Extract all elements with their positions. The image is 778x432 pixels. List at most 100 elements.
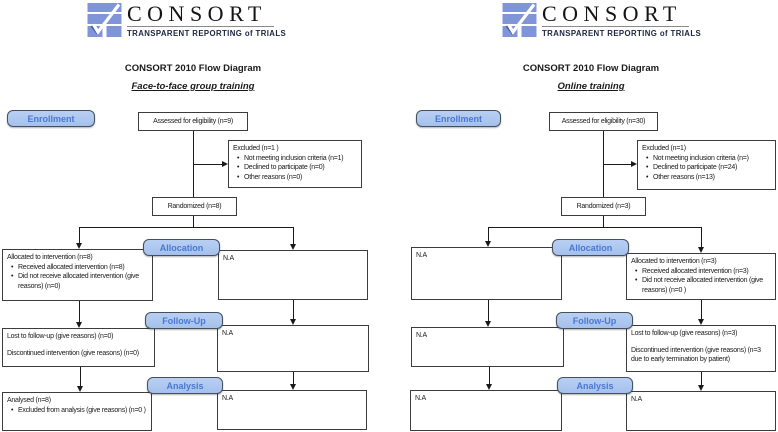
text-line: N.A xyxy=(631,396,642,403)
flow-arrowhead xyxy=(290,319,296,325)
flow-line xyxy=(489,367,490,384)
consort-logo-icon xyxy=(502,3,537,37)
diagram-title: CONSORT 2010 Flow Diagram xyxy=(124,63,262,74)
allocation-right-box: Allocated to intervention (n=3) Received … xyxy=(626,253,776,300)
text-line: Declined to participate (n=24) xyxy=(642,163,772,173)
flow-line xyxy=(193,216,194,227)
flow-line xyxy=(603,216,604,227)
followup-left-box: N.A xyxy=(411,327,564,367)
allocation-right-box: N.A xyxy=(218,250,368,300)
flow-arrowhead xyxy=(698,385,704,391)
allocation-left-box: N.A xyxy=(411,247,562,300)
assessed-box: Assessed for eligibility (n=9) xyxy=(138,112,248,131)
flow-arrowhead xyxy=(290,244,296,250)
excluded-box: Excluded (n=1 )Not meeting inclusion cri… xyxy=(228,140,362,188)
analysis-right-box: N.A xyxy=(217,390,367,430)
flow-line xyxy=(79,227,293,228)
followup-left-box: Lost to follow-up (give reasons) (n=0) Di… xyxy=(2,328,155,367)
flow-line xyxy=(80,367,81,386)
followup-right-box: Lost to follow-up (give reasons) (n=3) Di… xyxy=(626,325,776,372)
logo-wordmark: CONSORT xyxy=(127,1,267,26)
analysis-left-box: N.A xyxy=(410,390,562,431)
text-line: Received allocated intervention (n=8) xyxy=(7,263,149,273)
flow-arrowhead xyxy=(77,386,83,392)
text-line: Received allocated intervention (n=3) xyxy=(631,267,772,277)
flow-line xyxy=(79,227,80,243)
consort-logo: CONSORT TRANSPARENT REPORTING of TRIALS xyxy=(87,1,286,38)
flow-line xyxy=(701,227,702,247)
flow-line xyxy=(701,300,702,319)
text-line: Discontinued intervention (give reasons)… xyxy=(7,349,139,357)
text-line: N.A xyxy=(223,255,234,262)
stage-badge-enrollment: Enrollment xyxy=(7,110,95,127)
flow-line xyxy=(701,372,702,385)
flow-line xyxy=(488,227,701,228)
flow-arrowhead xyxy=(76,322,82,328)
flow-arrowhead xyxy=(76,243,82,249)
logo-divider xyxy=(542,26,689,27)
analysis-left-box: Analysed (n=8) Excluded from analysis (gi… xyxy=(2,392,152,431)
diagram-subtitle: Online training xyxy=(557,81,625,92)
flow-arrowhead xyxy=(485,321,491,327)
excluded-box: Excluded (n=1) Not meeting inclusion crit… xyxy=(637,140,776,190)
text-line xyxy=(7,342,151,349)
text-line: Lost to follow-up (give reasons) (n=3) xyxy=(631,330,738,337)
flow-line xyxy=(293,227,294,244)
flow-line xyxy=(293,300,294,319)
flow-arrowhead xyxy=(698,319,704,325)
flow-line xyxy=(488,300,489,321)
flow-arrowhead xyxy=(290,384,296,390)
text-line: N.A xyxy=(416,332,427,339)
stage-badge-enrollment: Enrollment xyxy=(416,110,501,127)
flow-line xyxy=(488,227,489,241)
allocation-left-box: Allocated to intervention (n=8) Received … xyxy=(2,249,153,301)
analysis-right-box: N.A xyxy=(626,391,776,431)
text-line: Lost to follow-up (give reasons) (n=0) xyxy=(7,333,114,340)
text-line: Declined to participate (n=0) xyxy=(233,163,358,173)
stage-badge-analysis: Analysis xyxy=(147,377,223,394)
stage-badge-followup: Follow-Up xyxy=(556,312,633,329)
flow-arrowhead xyxy=(485,241,491,247)
diagram-title: CONSORT 2010 Flow Diagram xyxy=(522,63,660,74)
stage-badge-followup: Follow-Up xyxy=(145,312,223,329)
flow-line xyxy=(603,164,631,165)
logo-wordmark: CONSORT xyxy=(542,1,682,26)
text-line: Allocated to intervention (n=8) xyxy=(7,254,93,261)
text-line: Not meeting inclusion criteria (n=) xyxy=(642,154,772,164)
text-line: Discontinued intervention (give reasons)… xyxy=(631,346,761,364)
consort-logo-icon xyxy=(87,3,122,37)
text-line: Excluded (n=1) xyxy=(642,145,686,152)
text-line: Allocated to intervention (n=3) xyxy=(631,258,717,265)
flow-line xyxy=(193,164,222,165)
flow-arrowhead xyxy=(631,161,637,167)
diagram-subtitle: Face-to-face group training xyxy=(131,81,255,92)
text-line: Did not receive allocated intervention (… xyxy=(631,276,772,295)
randomized-box: Randomized (n=8) xyxy=(152,197,237,216)
flow-line xyxy=(79,301,80,322)
text-line: N.A xyxy=(222,395,233,402)
randomized-box: Randomized (n=3) xyxy=(561,197,646,216)
stage-badge-allocation: Allocation xyxy=(143,239,220,256)
text-line: Analysed (n=8) xyxy=(7,397,51,404)
logo-tagline: TRANSPARENT REPORTING of TRIALS xyxy=(542,29,702,38)
stage-badge-analysis: Analysis xyxy=(557,377,633,394)
text-line: Not meeting inclusion criteria (n=1) xyxy=(233,154,358,164)
flow-arrowhead xyxy=(698,247,704,253)
panel-online: CONSORT TRANSPARENT REPORTING of TRIALS … xyxy=(389,0,778,432)
flow-arrowhead xyxy=(222,161,228,167)
text-line: Other reasons (n=13) xyxy=(642,173,772,183)
logo-text-block: CONSORT TRANSPARENT REPORTING of TRIALS xyxy=(127,1,286,38)
logo-text-block: CONSORT TRANSPARENT REPORTING of TRIALS xyxy=(542,1,702,38)
panel-face-to-face: CONSORT TRANSPARENT REPORTING of TRIALS … xyxy=(0,0,389,432)
text-line: N.A xyxy=(416,252,427,259)
flow-arrowhead xyxy=(486,384,492,390)
logo-divider xyxy=(127,26,274,27)
text-line: Excluded from analysis (give reasons) (n… xyxy=(7,406,148,416)
stage-badge-allocation: Allocation xyxy=(552,239,629,256)
text-line: Other reasons (n=0) xyxy=(233,173,358,183)
followup-right-box: N.A xyxy=(217,325,369,372)
text-line: N.A xyxy=(415,395,426,402)
consort-logo: CONSORT TRANSPARENT REPORTING of TRIALS xyxy=(502,1,702,38)
text-line xyxy=(631,339,772,346)
